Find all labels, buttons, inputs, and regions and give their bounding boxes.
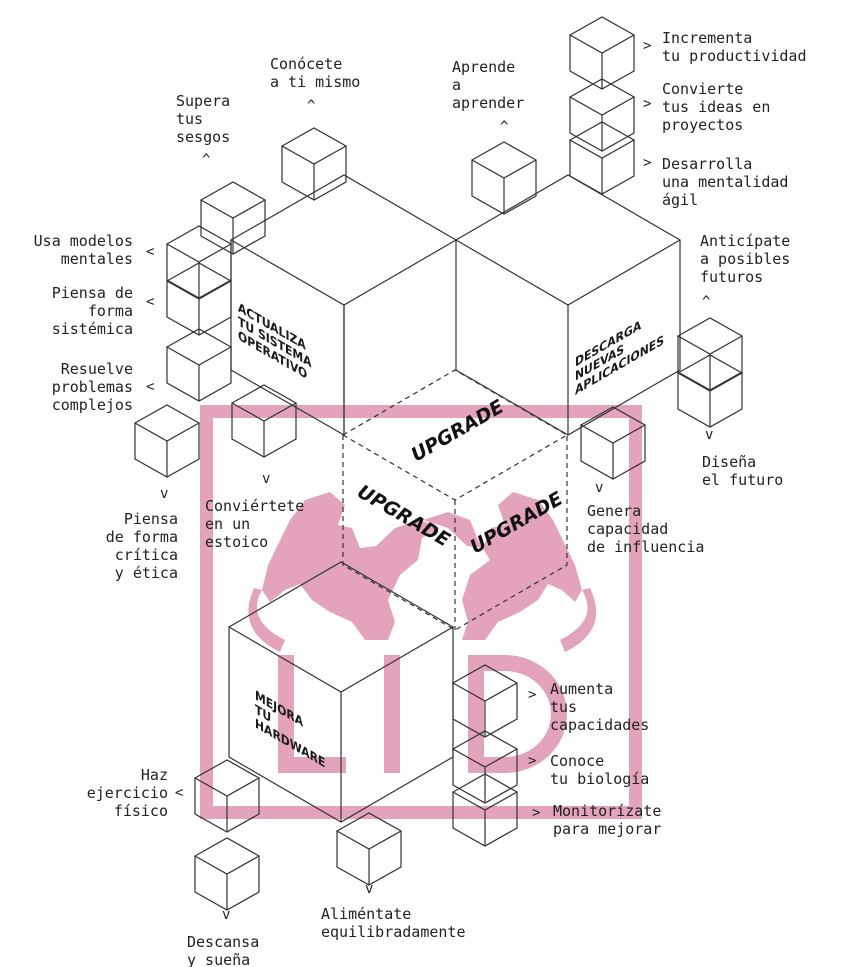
small-cube <box>568 78 636 152</box>
chevron-right-icon: > <box>528 687 537 703</box>
chevron-down-icon: v <box>262 471 271 487</box>
upgrade-cube <box>341 369 569 631</box>
label-usa-modelos: Usa modelos mentales <box>33 232 133 268</box>
chevron-right-icon: > <box>643 155 652 171</box>
small-cube <box>165 328 233 402</box>
chevron-right-icon: > <box>532 805 541 821</box>
small-cube <box>133 404 201 478</box>
label-alimentate: Aliméntate equilibradamente <box>321 905 466 941</box>
label-anticipate: Anticípate a posibles futuros <box>700 232 791 286</box>
label-resuelve: Resuelve problemas complejos <box>51 360 133 414</box>
label-incrementa: Incrementa tu productividad <box>662 29 807 65</box>
chevron-left-icon: < <box>146 244 155 260</box>
label-supera: Supera tus sesgos <box>176 92 231 146</box>
small-cube <box>470 141 538 215</box>
small-cube <box>165 225 233 299</box>
small-cube <box>451 730 519 804</box>
chevron-down-icon: v <box>705 427 714 443</box>
small-cube <box>568 121 636 195</box>
small-cube <box>568 16 636 90</box>
chevron-left-icon: < <box>146 379 155 395</box>
chevron-right-icon: > <box>643 96 652 112</box>
label-convierte: Convierte tus ideas en proyectos <box>662 80 771 134</box>
small-cube <box>451 773 519 847</box>
label-disena: Diseña el futuro <box>702 453 784 489</box>
label-conocete: Conócete a ti mismo <box>270 55 361 91</box>
chevron-up-icon: ^ <box>307 98 316 114</box>
small-cube <box>676 354 744 428</box>
label-descansa: Descansa y sueña <box>187 933 260 967</box>
label-desarrolla: Desarrolla una mentalidad ágil <box>662 155 789 209</box>
label-piensa-critica: Piensa de forma crítica y ética <box>105 510 178 582</box>
small-cube <box>199 181 267 255</box>
small-cube <box>193 837 261 911</box>
label-estoico: Conviértete en un estoico <box>205 497 305 551</box>
label-conoce-bio: Conoce tu biología <box>550 752 650 788</box>
label-influencia: Genera capacidad de influencia <box>587 502 705 556</box>
chevron-left-icon: < <box>146 294 155 310</box>
small-cube <box>676 317 744 391</box>
chevron-left-icon: < <box>175 785 184 801</box>
small-cube <box>579 406 647 480</box>
chevron-down-icon: v <box>160 486 169 502</box>
label-monitorizate: Monitorízate para mejorar <box>553 802 662 838</box>
chevron-up-icon: ^ <box>500 119 509 135</box>
chevron-up-icon: ^ <box>202 152 211 168</box>
small-cube <box>193 759 261 833</box>
small-cube <box>230 384 298 458</box>
chevron-down-icon: v <box>365 881 374 897</box>
chevron-right-icon: > <box>528 753 537 769</box>
lid-watermark <box>200 405 642 819</box>
small-cube <box>451 664 519 738</box>
chevron-down-icon: v <box>595 480 604 496</box>
chevron-down-icon: v <box>222 907 231 923</box>
label-aprende: Aprende a aprender <box>452 58 525 112</box>
small-cube <box>335 812 403 886</box>
small-cubes <box>133 16 744 911</box>
label-aumenta: Aumenta tus capacidades <box>550 680 650 734</box>
label-ejercicio: Haz ejercicio físico <box>86 766 168 820</box>
label-piensa-sistemica: Piensa de forma sistémica <box>51 284 133 338</box>
chevron-right-icon: > <box>643 38 652 54</box>
small-cube <box>280 127 348 201</box>
chevron-up-icon: ^ <box>702 294 711 310</box>
